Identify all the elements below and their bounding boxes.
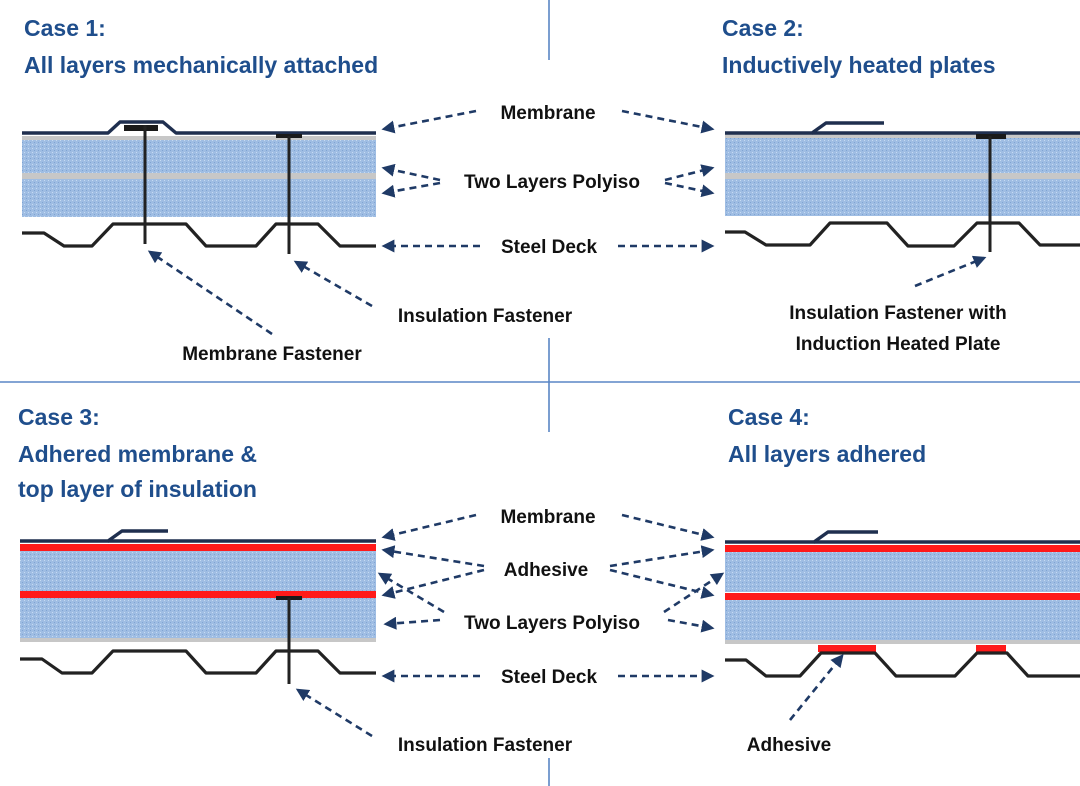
case-3-title: Case 3: xyxy=(18,404,100,430)
top-polyiso-label: Two Layers Polyiso xyxy=(464,172,640,193)
case-1-separator-mid xyxy=(22,173,376,179)
top-insulation-fastener-label: Insulation Fastener xyxy=(398,306,573,327)
arrow-insulation-fastener-bottom xyxy=(295,688,373,738)
case-1-separator-top xyxy=(22,136,376,140)
membrane-fastener-label: Membrane Fastener xyxy=(182,344,362,365)
arrow-polyiso-right-1-bottom xyxy=(663,572,725,614)
arrow-membrane-fastener xyxy=(147,250,273,336)
case-4-polyiso-bottom xyxy=(725,600,1080,640)
case-1-heading: Case 1: All layers mechanically attached xyxy=(24,15,378,78)
induction-fastener-label-line-1: Insulation Fastener with xyxy=(789,303,1006,324)
bottom-insulation-fastener-label: Insulation Fastener xyxy=(398,735,573,756)
arrow-adhesive-left-1 xyxy=(381,545,485,568)
arrow-membrane-left-bottom xyxy=(381,513,477,541)
arrow-polyiso-right-2-bottom xyxy=(667,618,715,633)
case-3-adhesive-mid xyxy=(20,591,376,598)
arrow-membrane-right-top xyxy=(621,109,715,134)
bottom-adhesive-label: Adhesive xyxy=(504,560,588,581)
case-4-steel-deck xyxy=(725,651,1080,678)
arrow-induction-fastener xyxy=(914,255,987,288)
case-3-separator-bottom xyxy=(20,638,376,642)
case-2-heading: Case 2: Inductively heated plates xyxy=(722,15,996,78)
deck-adhesive-label: Adhesive xyxy=(747,735,831,756)
case-4-membrane xyxy=(725,530,878,544)
case-4-deck-adhesive-2 xyxy=(976,645,1006,652)
arrow-polyiso-left-1-bottom xyxy=(377,572,445,614)
case-2-membrane xyxy=(725,121,884,135)
arrow-membrane-right-bottom xyxy=(621,513,715,541)
top-membrane-label: Membrane xyxy=(500,103,595,124)
case-4-adhesive-top xyxy=(725,545,1080,552)
case-1-polyiso-top xyxy=(22,136,376,173)
arrow-polyiso-right-1-top xyxy=(664,164,715,182)
case-3-heading: Case 3: Adhered membrane & top layer of … xyxy=(18,404,257,502)
bottom-polyiso-label: Two Layers Polyiso xyxy=(464,613,640,634)
arrow-polyiso-left-2-bottom xyxy=(383,616,441,630)
case-3-steel-deck xyxy=(20,649,376,675)
case-4-polyiso-top xyxy=(725,552,1080,592)
arrow-polyiso-right-2-top xyxy=(664,181,715,198)
top-arrows xyxy=(147,109,987,336)
top-labels: Membrane Two Layers Polyiso Steel Deck I… xyxy=(182,103,1007,365)
case-3-adhesive-top xyxy=(20,544,376,551)
arrow-adhesive-left-2 xyxy=(381,568,485,599)
case-3-subtitle-line-2: top layer of insulation xyxy=(18,476,257,502)
case-3-polyiso-bottom xyxy=(20,598,376,638)
case-3-assembly xyxy=(20,529,376,684)
case-1-polyiso-bottom xyxy=(22,179,376,217)
case-2-assembly xyxy=(725,121,1080,252)
case-1-assembly xyxy=(22,120,376,254)
case-4-subtitle: All layers adhered xyxy=(728,441,926,467)
case-2-polyiso-top xyxy=(725,136,1080,173)
case-1-membrane xyxy=(22,120,376,135)
arrow-polyiso-left-2-top xyxy=(381,181,441,198)
bottom-membrane-label: Membrane xyxy=(500,507,595,528)
arrow-insulation-fastener-top xyxy=(293,260,373,308)
case-2-steel-deck xyxy=(725,221,1080,248)
case-3-membrane xyxy=(20,529,168,543)
case-4-deck-adhesive-1 xyxy=(818,645,876,652)
case-2-title: Case 2: xyxy=(722,15,804,41)
case-3-subtitle-line-1: Adhered membrane & xyxy=(18,441,257,467)
arrow-adhesive-right-1 xyxy=(609,545,715,568)
induction-fastener-label-line-2: Induction Heated Plate xyxy=(796,334,1001,355)
top-steel-deck-label: Steel Deck xyxy=(501,237,598,258)
case-2-separator-mid xyxy=(725,173,1080,179)
arrow-polyiso-left-1-top xyxy=(381,163,441,182)
case-4-adhesive-mid xyxy=(725,593,1080,600)
bottom-labels: Membrane Adhesive Two Layers Polyiso Ste… xyxy=(398,507,831,756)
arrow-deck-adhesive xyxy=(788,653,844,721)
bottom-arrows xyxy=(295,513,844,738)
arrow-membrane-left-top xyxy=(381,109,477,134)
case-4-heading: Case 4: All layers adhered xyxy=(728,404,926,467)
case-3-polyiso-top xyxy=(20,551,376,591)
case-2-polyiso-bottom xyxy=(725,179,1080,216)
case-4-assembly xyxy=(725,530,1080,678)
case-1-steel-deck xyxy=(22,222,376,248)
case-1-membrane-fastener-plate xyxy=(124,125,158,131)
case-2-subtitle: Inductively heated plates xyxy=(722,52,996,78)
case-1-subtitle: All layers mechanically attached xyxy=(24,52,378,78)
case-1-title: Case 1: xyxy=(24,15,106,41)
case-4-separator-bottom xyxy=(725,640,1080,644)
case-2-separator-top xyxy=(725,133,1080,138)
bottom-steel-deck-label: Steel Deck xyxy=(501,667,598,688)
case-4-title: Case 4: xyxy=(728,404,810,430)
